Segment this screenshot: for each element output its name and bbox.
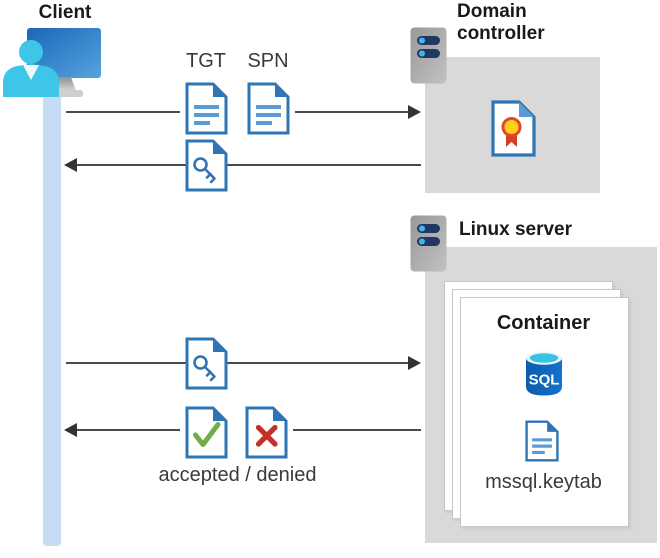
linux-server-label: Linux server	[459, 219, 572, 240]
key-ticket-document-icon	[185, 139, 228, 192]
linux-server-server-icon	[410, 215, 447, 272]
domain-controller-server-icon	[410, 27, 447, 84]
arrow-client-to-linux-line	[66, 362, 410, 364]
sql-badge-text: SQL	[529, 372, 560, 389]
accepted-denied-label: accepted / denied	[158, 464, 317, 486]
arrow-dc-to-client-head	[64, 158, 77, 172]
arrow-client-to-dc-head	[408, 105, 421, 119]
accepted-document-icon	[185, 406, 228, 459]
spn-label: SPN	[247, 50, 289, 72]
tgt-label: TGT	[186, 50, 226, 72]
arrow-linux-to-client-head	[64, 423, 77, 437]
keytab-document-icon	[525, 417, 559, 465]
container-label: Container	[496, 312, 591, 334]
domain-controller-label: Domain controller	[457, 1, 545, 44]
key-ticket-document-icon-2	[185, 337, 228, 390]
client-label: Client	[38, 2, 92, 23]
container-card	[460, 297, 629, 527]
client-workstation-icon	[2, 24, 105, 98]
keytab-label: mssql.keytab	[485, 471, 602, 493]
arrow-client-to-linux-head	[408, 356, 421, 370]
client-lifeline	[43, 88, 61, 546]
certificate-icon	[491, 100, 536, 157]
arrow-dc-to-client-line	[77, 164, 421, 166]
tgt-document-icon	[185, 82, 228, 135]
sql-database-icon: SQL	[526, 351, 562, 396]
spn-document-icon	[247, 82, 290, 135]
denied-document-icon	[245, 406, 288, 459]
